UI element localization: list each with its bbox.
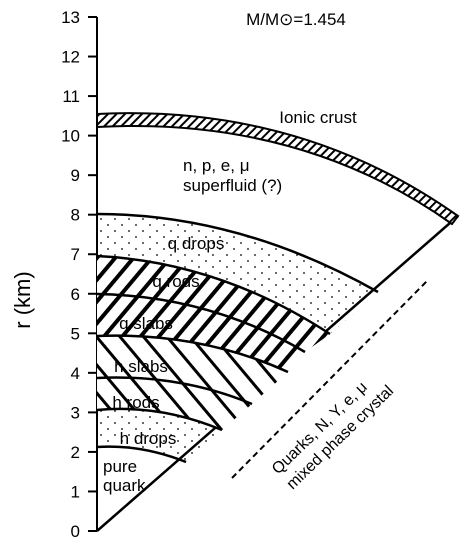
ionic-crust-band [96, 112, 460, 226]
q-drops-boundary [96, 212, 379, 294]
pure-quark-label-line1: pure [103, 457, 137, 476]
pure-quark-boundary [96, 445, 187, 464]
axis-tick-label: 5 [71, 324, 80, 343]
superfluid-label-line2: superfluid (?) [183, 176, 282, 195]
h-slabs-region [97, 335, 288, 404]
axis-tick-label: 2 [71, 443, 80, 462]
axis-tick-label: 13 [61, 8, 80, 27]
ionic-crust-label: Ionic crust [279, 108, 357, 127]
pure-quark-label-line2: quark [103, 476, 146, 495]
q-slabs-boundary [96, 292, 306, 354]
axis-tick-label: 11 [62, 87, 80, 106]
h-drops-label: h drops [120, 429, 177, 448]
q-rods-boundary [96, 254, 331, 336]
h-slabs-boundary [96, 334, 289, 374]
axis-tick-label: 1 [71, 482, 80, 501]
axis-tick-label: 8 [71, 206, 80, 225]
h-slabs-label: h slabs [114, 357, 168, 376]
q-drops-label: q drops [168, 234, 225, 253]
axis-tick-label: 7 [71, 245, 80, 264]
q-drops-region [97, 214, 378, 334]
axis-tick-label: 3 [71, 403, 80, 422]
axis-tick-label: 10 [61, 127, 80, 146]
q-rods-label: q rods [152, 272, 199, 291]
axis-tick-label: 4 [71, 364, 80, 383]
q-rods-region [97, 256, 330, 352]
q-slabs-label: q slabs [119, 314, 173, 333]
mass-label: M/M⊙=1.454 [246, 10, 346, 29]
q-slabs-region [97, 294, 305, 372]
h-drops-boundary [96, 407, 223, 432]
mixed-phase-dash-line [231, 279, 429, 479]
h-rods-boundary [96, 376, 253, 406]
axis-tick-label: 0 [71, 522, 80, 541]
axis-tick-label: 6 [71, 285, 80, 304]
h-drops-region [97, 408, 222, 462]
superfluid-label-line1: n, p, e, μ [183, 156, 250, 175]
axis-tick-label: 12 [61, 48, 80, 67]
h-rods-label: h rods [112, 393, 159, 412]
axis-tick-label: 9 [71, 166, 80, 185]
axis-label: r (km) [10, 271, 35, 328]
